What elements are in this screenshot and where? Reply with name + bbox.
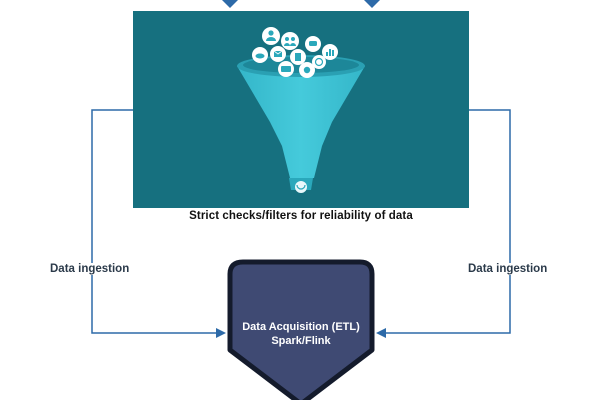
top-left-arrow — [222, 0, 238, 8]
right-ingestion-label: Data ingestion — [466, 263, 550, 275]
etl-node-title: Data Acquisition (ETL) — [242, 321, 360, 333]
etl-node-label: Data Acquisition (ETL) Spark/Flink — [226, 320, 376, 348]
filter-caption: Strict checks/filters for reliability of… — [189, 210, 413, 222]
left-ingestion-connector — [91, 109, 226, 338]
group-icon — [281, 32, 299, 50]
data-bubbles — [252, 27, 338, 78]
etl-node-subtitle: Spark/Flink — [271, 335, 331, 347]
left-ingestion-label: Data ingestion — [48, 263, 132, 275]
chat-icon — [305, 36, 321, 52]
mail-icon — [270, 46, 286, 62]
globe-icon — [312, 55, 326, 69]
cloud-icon — [252, 47, 268, 63]
right-ingestion-connector — [376, 109, 511, 338]
money-icon — [278, 61, 294, 77]
top-right-arrow — [364, 0, 380, 8]
user-icon — [262, 27, 280, 45]
chart-icon — [322, 44, 338, 60]
document-icon — [290, 49, 306, 65]
gear-icon — [299, 62, 315, 78]
etl-node-shape — [227, 259, 375, 400]
